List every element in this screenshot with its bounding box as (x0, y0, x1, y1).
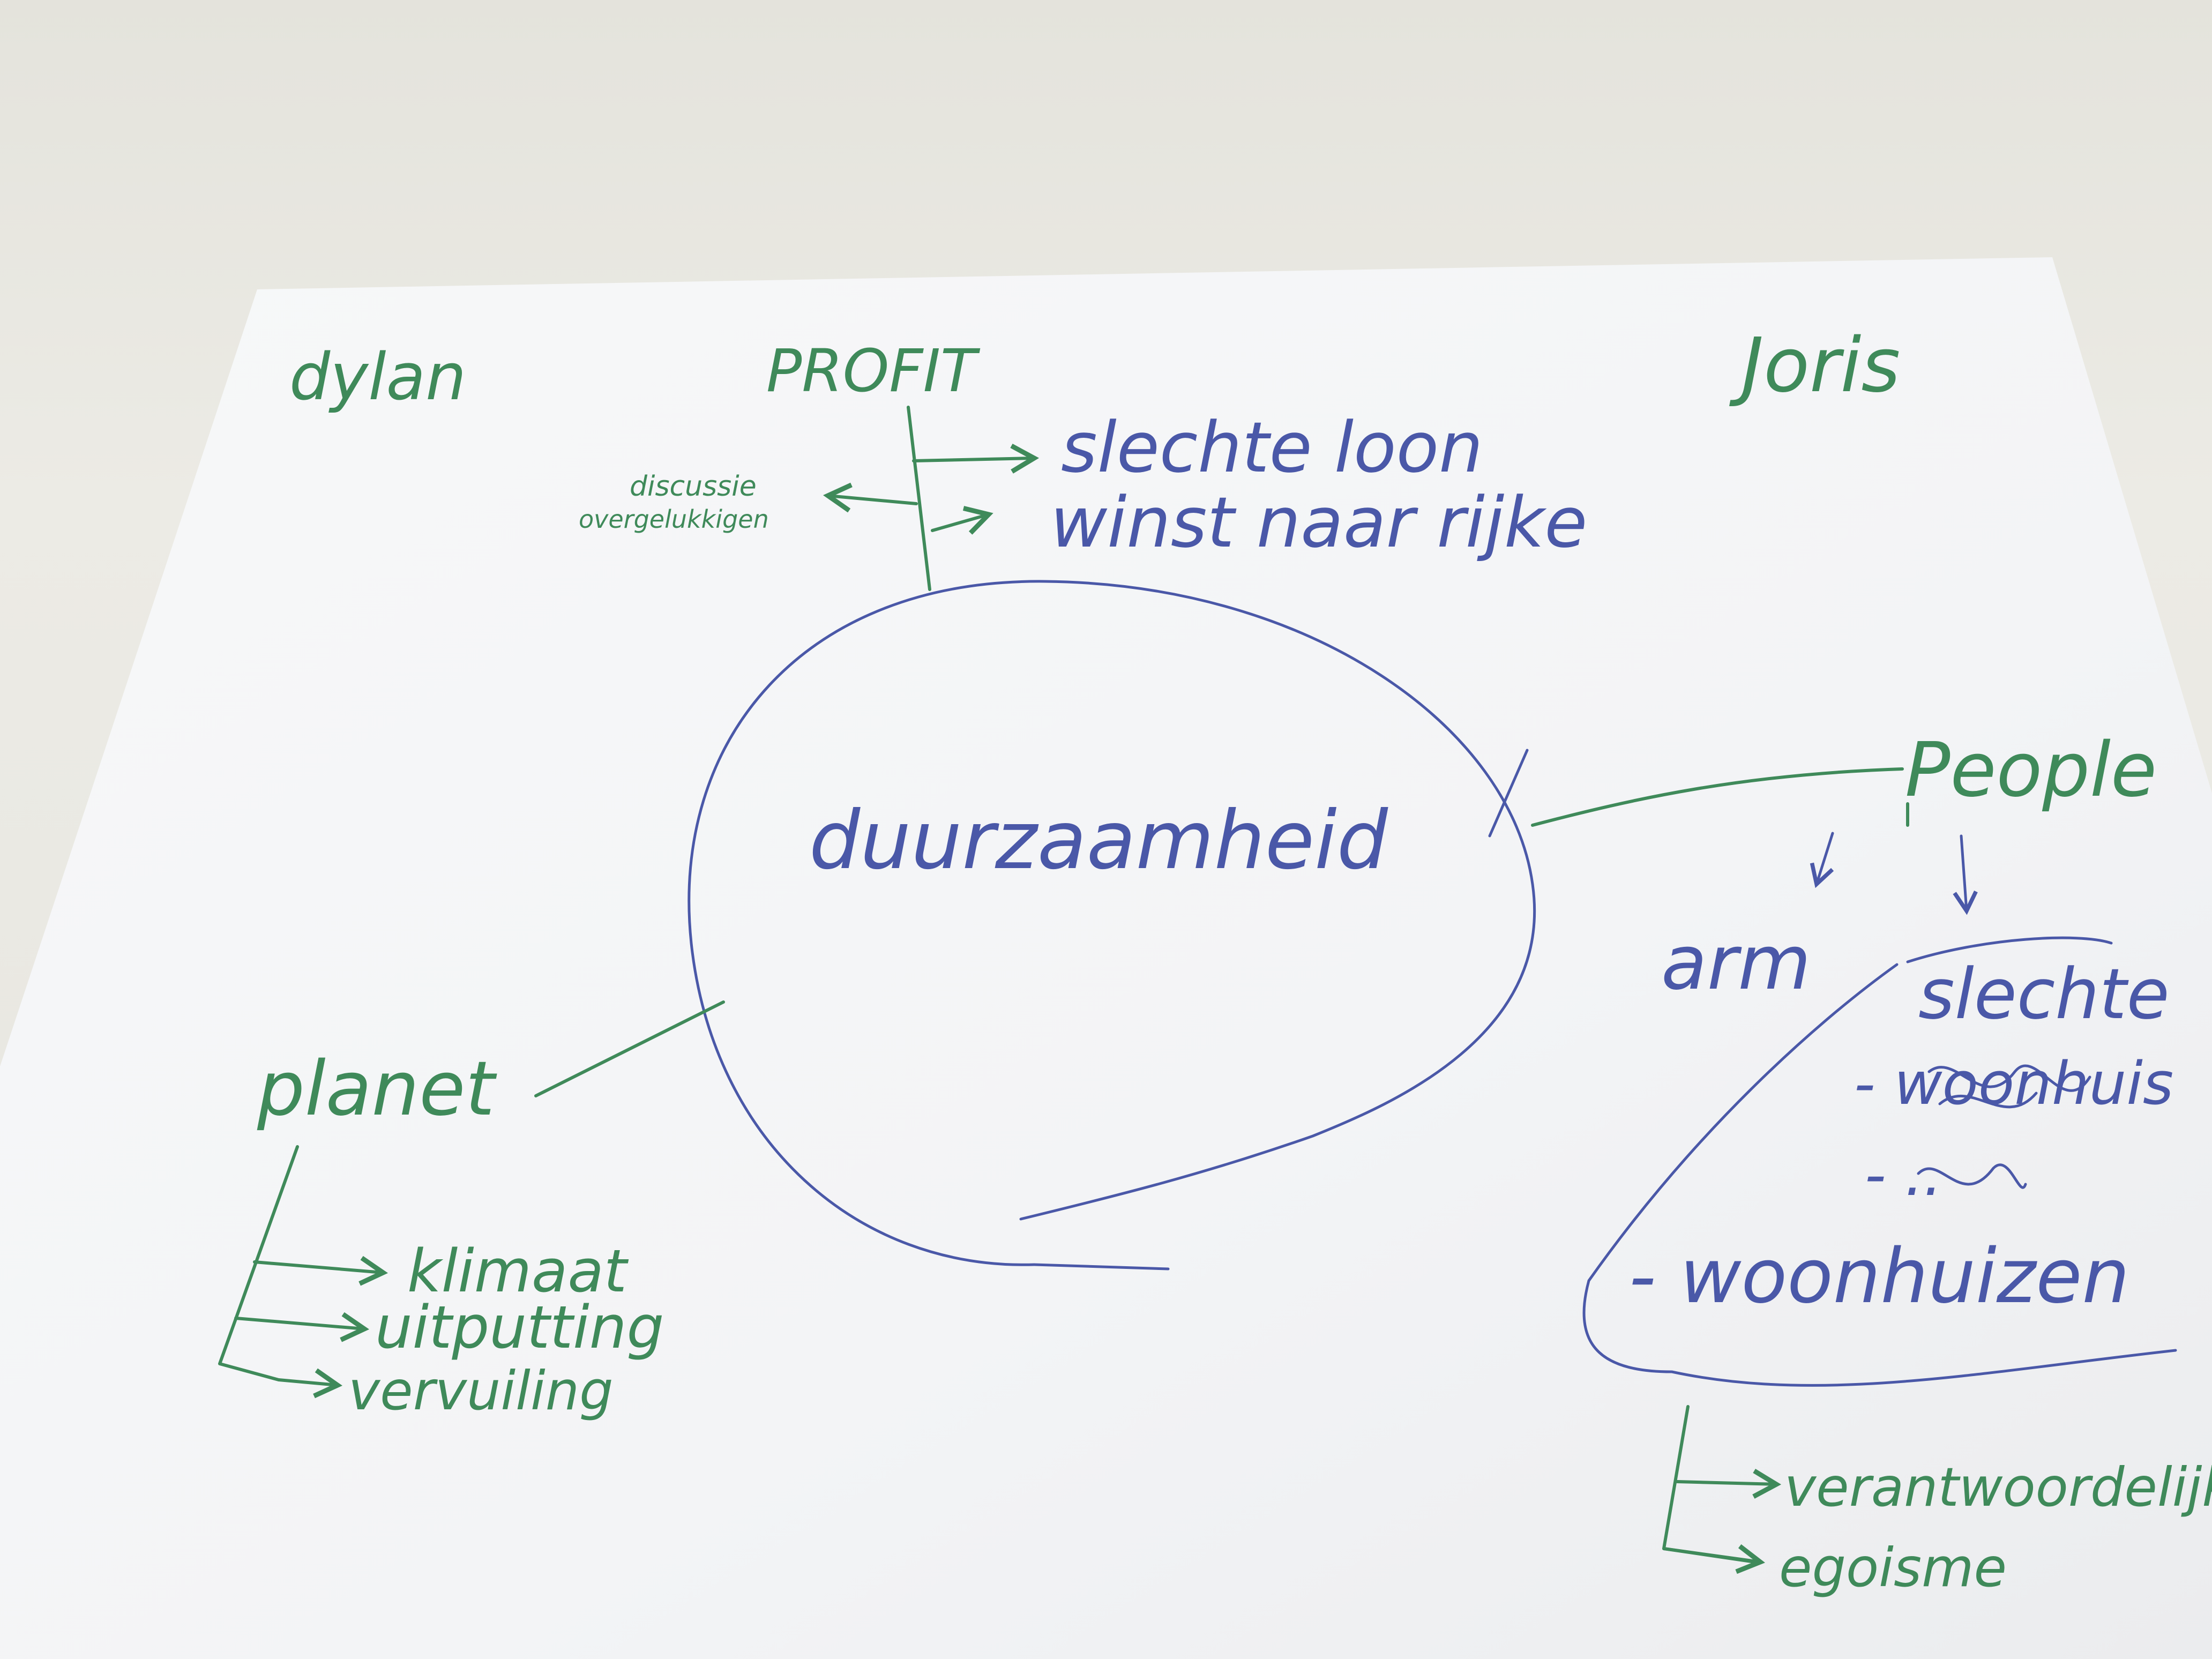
people-side-label: arm (1661, 920, 1811, 1007)
circle-tail (1033, 1263, 1170, 1271)
arrow-right-icon (931, 506, 993, 535)
people-blob-item-3: - .. (1865, 1140, 1942, 1209)
people-sub-item-2: egoisme (1779, 1536, 2007, 1599)
scribble (1917, 1064, 2091, 1189)
arrow-down-icon (1953, 834, 1978, 915)
profit-side-note-1: discussie (630, 470, 757, 503)
center-circle (687, 580, 1536, 1266)
profit-trunk (907, 406, 931, 591)
people-blob-item-4: - woonhuizen (1629, 1233, 2129, 1320)
arrow-left-icon (1810, 832, 1834, 888)
arrow-right-icon (277, 1368, 343, 1399)
profit-heading: PROFIT (766, 337, 981, 405)
people-sub-item-1: verantwoordelijk (1784, 1456, 2212, 1519)
arrow-left-icon (823, 482, 918, 513)
people-blob (1582, 936, 2177, 1387)
profit-item-1: slechte loon (1061, 407, 1483, 488)
center-label: duurzaamheid (809, 794, 1388, 887)
name-joris: Joris (1729, 322, 1900, 409)
signature: dylan (289, 340, 466, 415)
arrow-right-icon (253, 1256, 388, 1286)
planet-connector (534, 1000, 725, 1097)
planet-item-2: uitputting (375, 1293, 664, 1362)
arrow-right-icon (1676, 1469, 1782, 1499)
planet-heading: planet (257, 1045, 497, 1133)
profit-side-note-2: overgelukkigen (579, 505, 769, 534)
paper-sheet (0, 257, 2212, 1659)
arrow-right-icon (1662, 1544, 1765, 1574)
profit-item-2: winst naar rijke (1050, 482, 1587, 563)
center-tick (1488, 749, 1529, 838)
planet-item-1: klimaat (407, 1237, 629, 1305)
planet-item-3: vervuiling (348, 1359, 614, 1422)
planet-trunk (218, 1145, 299, 1381)
arrow-right-icon (912, 443, 1040, 474)
arrow-right-icon (234, 1312, 370, 1342)
people-heading: People (1905, 727, 2157, 814)
people-blob-item-1: slechte (1918, 953, 2170, 1035)
people-connector (1531, 767, 1904, 827)
